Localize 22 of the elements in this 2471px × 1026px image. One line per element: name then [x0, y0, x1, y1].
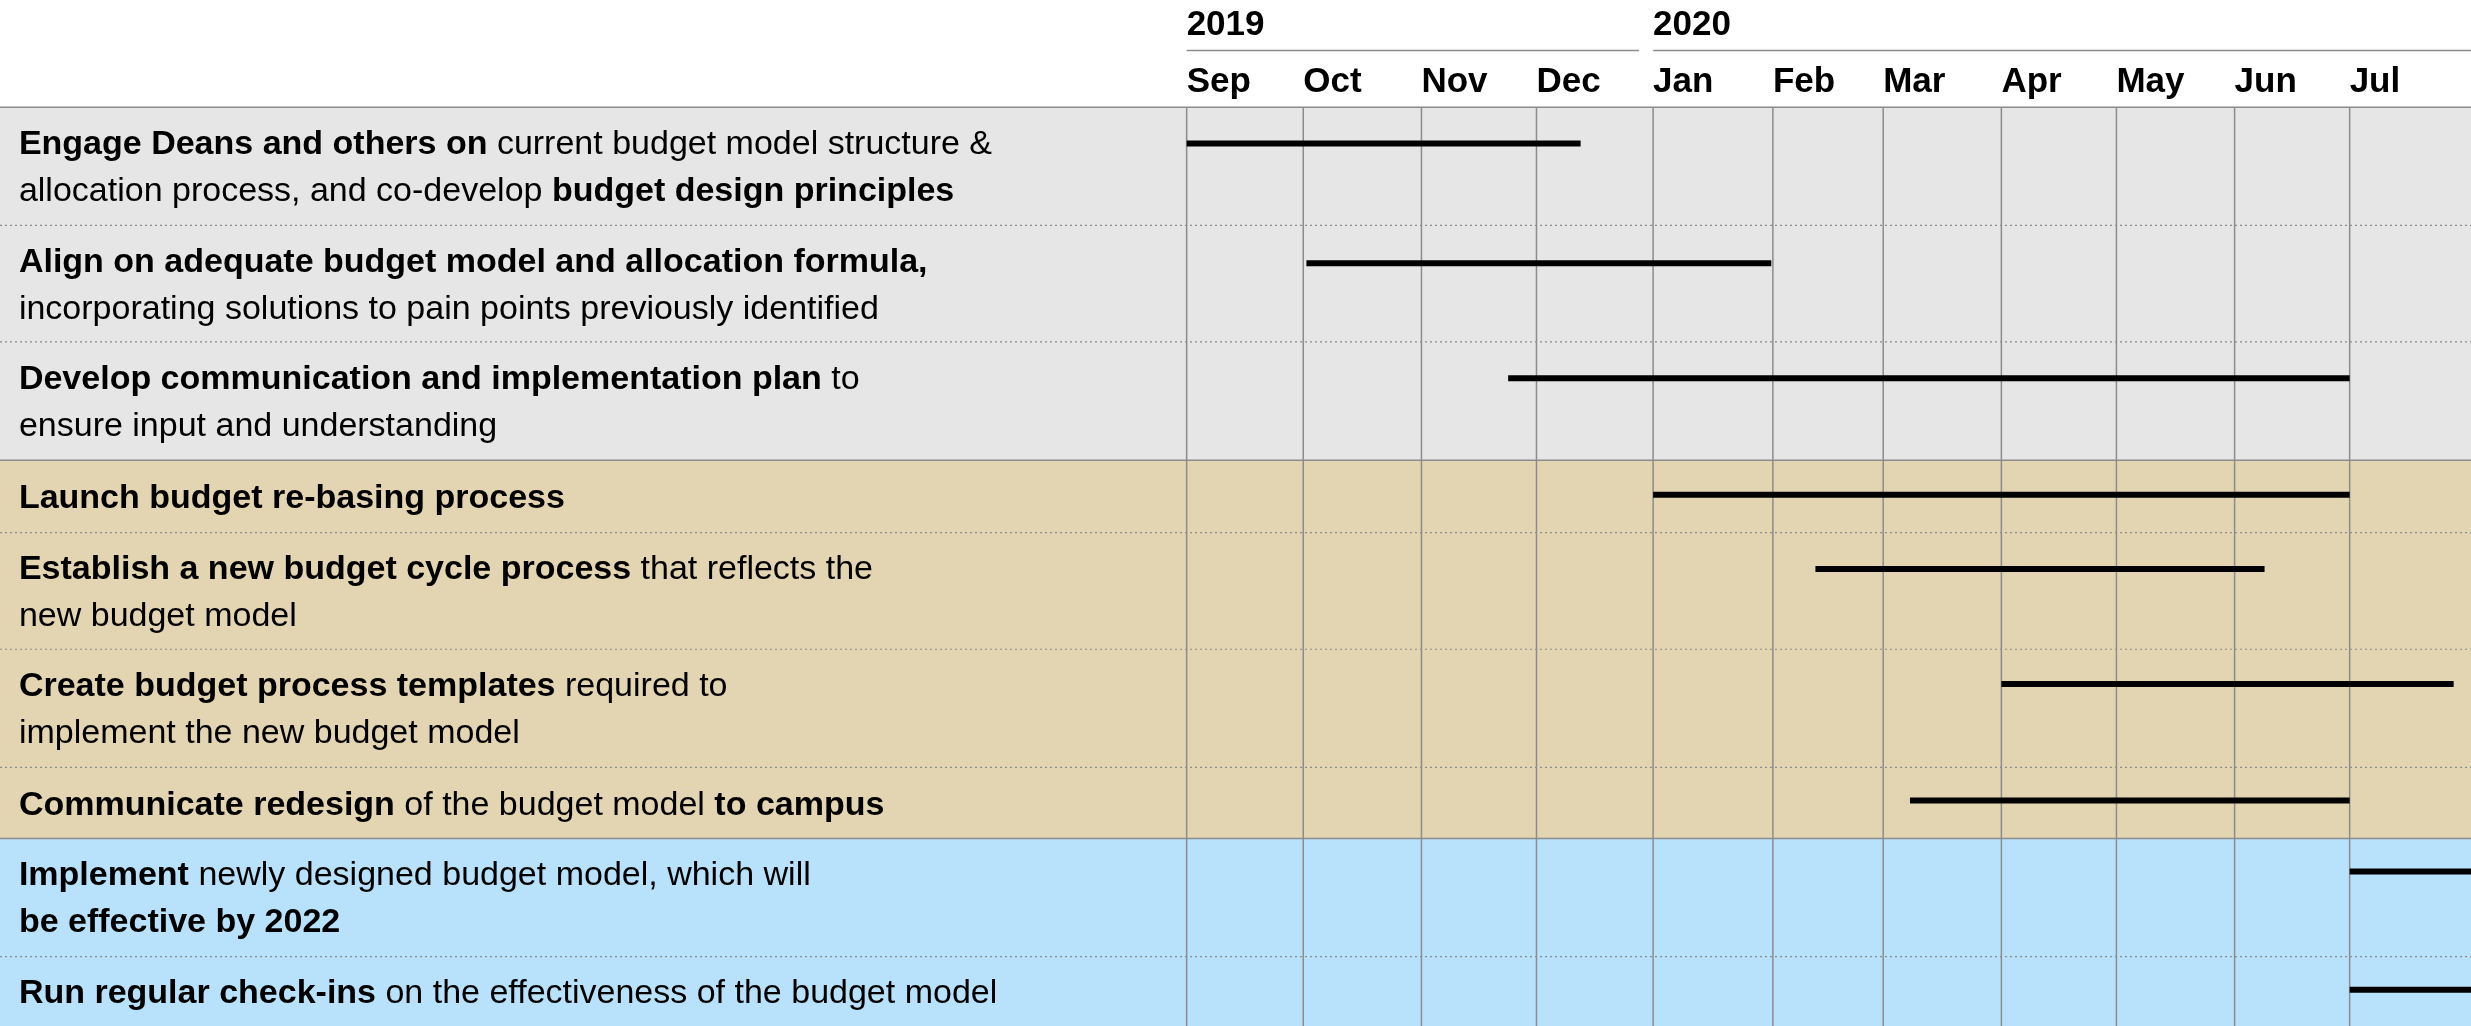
task-label: Engage Deans and others on current budget model structure & allocation process, and co-develop budget design principles: [18, 122, 994, 211]
task-label: Communicate redesign of the budget model to campus: [18, 782, 885, 824]
task-label: Develop communication and implementation plan to ensure input and understanding: [18, 357, 861, 446]
month-label: Jan: [1653, 59, 1714, 100]
task-label: Implement newly designed budget model, which will be effective by 2022: [18, 853, 812, 942]
month-label: Apr: [2001, 59, 2062, 100]
year-label: 2019: [1186, 3, 1265, 44]
month-label: Sep: [1186, 59, 1251, 100]
month-label: Dec: [1536, 59, 1601, 100]
task-label: Run regular check-ins on the effectiveness of the budget model: [18, 970, 998, 1012]
month-label: May: [2116, 59, 2185, 100]
month-label: Feb: [1772, 59, 1836, 100]
month-label: Oct: [1303, 59, 1362, 100]
year-label: 2020: [1653, 3, 1731, 44]
task-label: Align on adequate budget model and allocation formula, incorporating solutions to pain points previously identified: [18, 239, 929, 328]
task-label: Create budget process templates required to implement the new budget model: [18, 664, 729, 753]
task-label: Establish a new budget cycle process that reflects the new budget model: [18, 546, 875, 635]
month-label: Mar: [1883, 59, 1946, 100]
month-label: Nov: [1421, 59, 1488, 100]
month-label: Jun: [2234, 59, 2297, 100]
month-label: Jul: [2349, 59, 2401, 100]
task-label: Launch budget re-basing process: [18, 475, 565, 517]
